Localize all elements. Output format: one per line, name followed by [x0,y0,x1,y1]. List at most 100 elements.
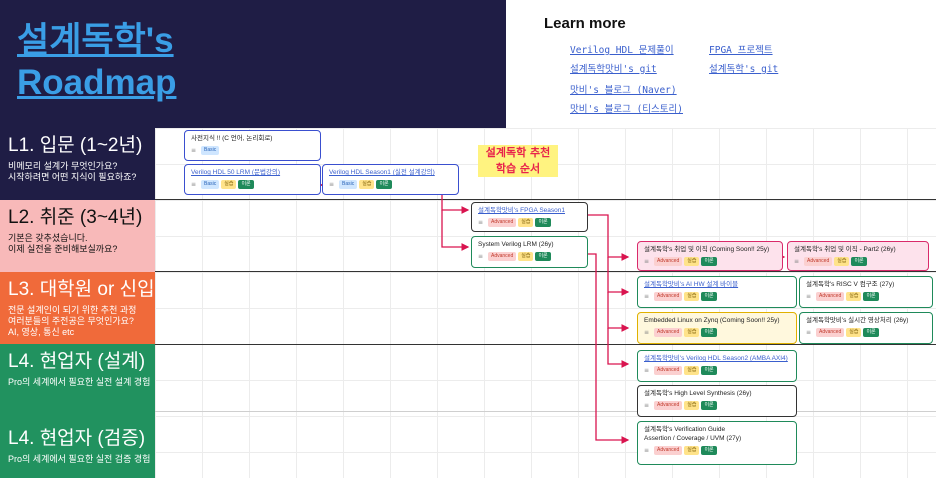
card-career[interactable]: 설계독학's 취업 및 이직 (Coming Soon!! 25y) ≡ Adv… [637,241,783,271]
level-band-l1: L1. 입문 (1~2년) 비메모리 설계가 무엇인가요? 시작하려면 어떤 지… [0,128,155,200]
card-title[interactable]: 설계독학맛비's Verilog HDL Season2 (AMBA AXI4) [644,355,788,362]
tag-theory: 이론 [701,292,717,301]
card-tags: ≡ Advanced 실습 이론 [478,252,581,261]
card-tags: ≡ Basic 실습 이론 [329,180,452,189]
tag-advanced: Advanced [816,292,845,301]
card-verilog-season1[interactable]: Verilog HDL Season1 (실전 설계강의) ≡ Basic 실습… [322,164,459,195]
link-blog-naver[interactable]: 맛비's 블로그 (Naver) [570,85,677,96]
card-verification-guide[interactable]: 설계독학's Verification Guide Assertion / Co… [637,421,797,465]
tag-practice: 실습 [684,446,700,455]
card-title: 설계독학's 취업 및 이직 (Coming Soon!! 25y) [644,246,770,253]
level-desc: 이제 실전을 준비해보실까요? [8,244,118,254]
level-desc: 여러분들의 주전공은 무엇인가요? [8,316,134,326]
card-tags: ≡ Advanced 실습 이론 [644,366,790,375]
tag-practice: 실습 [834,257,850,266]
tag-theory: 이론 [238,180,254,189]
card-embedded-linux[interactable]: Embedded Linux on Zynq (Coming Soon!! 25… [637,312,797,344]
tag-basic: Basic [201,146,220,155]
card-tags: ≡ Advanced 실습 이론 [644,401,790,410]
link-sdh-git[interactable]: 설계독학's git [709,64,779,75]
tag-practice: 실습 [518,218,534,227]
tag-theory: 이론 [535,218,551,227]
tag-theory: 이론 [701,366,717,375]
list-icon: ≡ [191,147,197,154]
card-verilog-season2[interactable]: 설계독학맛비's Verilog HDL Season2 (AMBA AXI4)… [637,350,797,382]
level-title: L1. 입문 (1~2년) [8,135,143,156]
card-title[interactable]: 설계독학맛비's FPGA Season1 [478,207,565,214]
divider-l4-l4 [155,411,936,412]
level-desc: 시작하려면 어떤 지식이 필요하죠? [8,172,137,182]
roadmap-title-link[interactable]: 설계독학's Roadmap [17,20,176,104]
list-icon: ≡ [644,367,650,374]
tag-advanced: Advanced [654,257,683,266]
link-fpga-project[interactable]: FPGA 프로젝트 [709,45,773,56]
card-tags: ≡ Basic [191,146,314,155]
card-title: 설계독학's RISC V 컴구조 (27y) [806,281,895,288]
title-line-1[interactable]: 설계독학's [17,21,174,60]
tag-theory: 이론 [863,328,879,337]
list-icon: ≡ [806,293,812,300]
card-ai-hw[interactable]: 설계독학맛비's AI HW 설계 바이블 ≡ Advanced 실습 이론 [637,276,797,308]
divider-l2-l3 [155,271,936,272]
list-icon: ≡ [644,258,650,265]
list-icon: ≡ [644,293,650,300]
tag-theory: 이론 [701,328,717,337]
card-realtime-video[interactable]: 설계독학맛비's 실시간 영상처리 (26y) ≡ Advanced 실습 이론 [799,312,933,344]
level-desc: Pro의 세계에서 필요한 실전 설계 경험 [8,377,151,387]
title-line-2[interactable]: Roadmap [17,63,177,102]
arrow-season1-to-sv [441,210,470,251]
level-desc: 비메모리 설계가 무엇인가요? [8,161,118,171]
level-band-l4-verification: L4. 현업자 (검증) Pro의 세계에서 필요한 실전 검증 경험 [0,411,155,478]
link-verilog-practice[interactable]: Verilog HDL 문제풀이 [570,45,674,56]
tag-theory: 이론 [701,401,717,410]
tag-practice: 실습 [684,328,700,337]
tag-theory: 이론 [701,446,717,455]
card-title: 사전지식 !! (C 언어, 논리회로) [191,135,273,142]
tag-advanced: Advanced [654,292,683,301]
tag-practice: 실습 [684,401,700,410]
recommendation-line-2: 학습 순서 [495,162,541,175]
card-career-part2[interactable]: 설계독학's 취업 및 이직 - Part2 (26y) ≡ Advanced … [787,241,929,271]
list-icon: ≡ [644,329,650,336]
tag-theory: 이론 [851,257,867,266]
card-title: Embedded Linux on Zynq (Coming Soon!! 25… [644,317,780,324]
level-title: L3. 대학원 or 신입 [8,279,155,300]
card-fpga-season1[interactable]: 설계독학맛비's FPGA Season1 ≡ Advanced 실습 이론 [471,202,588,232]
card-risc-v[interactable]: 설계독학's RISC V 컴구조 (27y) ≡ Advanced 실습 이론 [799,276,933,308]
card-verilog-lrm[interactable]: Verilog HDL 50 LRM (문법강의) ≡ Basic 실습 이론 [184,164,321,195]
card-tags: ≡ Advanced 실습 이론 [644,292,790,301]
card-subtitle: Assertion / Coverage / UVM (27y) [644,435,742,442]
level-desc: 기본은 갖추셨습니다. [8,233,88,243]
list-icon: ≡ [478,219,484,226]
tag-theory: 이론 [863,292,879,301]
list-icon: ≡ [644,402,650,409]
tag-advanced: Advanced [804,257,833,266]
card-tags: ≡ Advanced 실습 이론 [794,257,922,266]
card-title: System Verilog LRM (26y) [478,241,554,248]
tag-practice: 실습 [359,180,375,189]
level-title: L4. 현업자 (설계) [8,351,146,372]
list-icon: ≡ [191,181,197,188]
tag-basic: Basic [201,180,220,189]
learn-more-title: Learn more [544,15,626,32]
link-blog-tistory[interactable]: 맛비's 블로그 (티스토리) [570,104,683,115]
card-tags: ≡ Advanced 실습 이론 [644,328,790,337]
learn-more-panel: Learn more Verilog HDL 문제풀이 FPGA 프로젝트 설계… [506,0,936,128]
tag-advanced: Advanced [488,218,517,227]
card-hls[interactable]: 설계독학's High Level Synthesis (26y) ≡ Adva… [637,385,797,417]
card-systemverilog-lrm[interactable]: System Verilog LRM (26y) ≡ Advanced 실습 이… [471,236,588,268]
card-prerequisites[interactable]: 사전지식 !! (C 언어, 논리회로) ≡ Basic [184,130,321,161]
link-matbi-git[interactable]: 설계독학맛비's git [570,64,657,75]
card-title: 설계독학's High Level Synthesis (26y) [644,390,752,397]
card-title[interactable]: 설계독학맛비's AI HW 설계 바이블 [644,281,739,288]
tag-practice: 실습 [684,366,700,375]
tag-theory: 이론 [376,180,392,189]
card-title[interactable]: Verilog HDL Season1 (실전 설계강의) [329,169,435,176]
card-title[interactable]: Verilog HDL 50 LRM (문법강의) [191,169,281,176]
divider-l3-l4 [155,344,936,345]
level-desc: 전문 설계인이 되기 위한 추천 과정 [8,305,137,315]
tag-advanced: Advanced [654,401,683,410]
list-icon: ≡ [794,258,800,265]
tag-advanced: Advanced [816,328,845,337]
divider-l1-l2 [155,199,936,200]
